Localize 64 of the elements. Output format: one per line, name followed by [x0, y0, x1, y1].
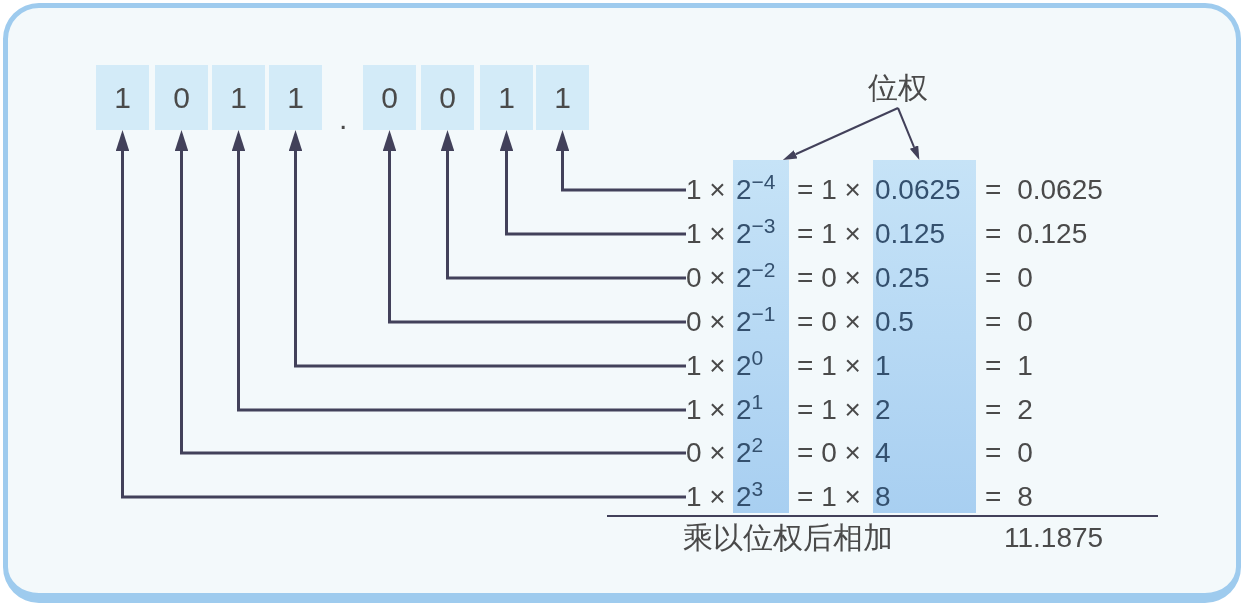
- power-of-two-text: 2$^{−4}$: [736, 175, 776, 205]
- product-term: = 0 ×: [797, 438, 861, 468]
- bit-factor: 1 ×: [686, 219, 726, 249]
- term-result: = 0: [985, 438, 1033, 468]
- weight-value-text: 0.5: [875, 307, 914, 337]
- connector-arrow: [897, 107, 920, 160]
- connector-arrow: [382, 130, 686, 324]
- term-result: = 1: [985, 351, 1033, 381]
- term-result: = 8: [985, 482, 1033, 512]
- product-term: = 0 ×: [797, 263, 861, 293]
- connector-arrow: [115, 130, 686, 499]
- bit-factor: 1 ×: [686, 351, 726, 381]
- bit-digit-box: 1: [480, 65, 533, 130]
- bit-factor: 0 ×: [686, 438, 726, 468]
- bit-digit-box: 1: [96, 65, 149, 130]
- bit-factor: 1 ×: [686, 482, 726, 512]
- decimal-point: .: [339, 102, 348, 136]
- power-of-two-text: 2$^{3}$: [736, 482, 764, 512]
- connector-arrow: [782, 107, 899, 160]
- term-result: = 0: [985, 307, 1033, 337]
- bit-factor: 1 ×: [686, 395, 726, 425]
- highlight-band: [873, 160, 976, 513]
- bit-digit-box: 1: [269, 65, 322, 130]
- bit-digit-box: 0: [155, 65, 208, 130]
- connector-arrow: [174, 130, 686, 455]
- power-of-two-text: 2$^{−1}$: [736, 307, 776, 337]
- bit-factor: 0 ×: [686, 307, 726, 337]
- power-of-two-text: 2$^{1}$: [736, 395, 764, 425]
- term-result: = 2: [985, 395, 1033, 425]
- product-term: = 1 ×: [797, 351, 861, 381]
- connector-arrow: [555, 130, 686, 192]
- weight-caption: 位权: [862, 68, 934, 108]
- bit-digit-box: 0: [363, 65, 416, 130]
- connector-arrow: [499, 130, 686, 236]
- bit-digit-box: 0: [421, 65, 474, 130]
- bit-digit-box: 1: [212, 65, 265, 130]
- power-of-two-text: 2$^{−3}$: [736, 219, 776, 249]
- connector-arrow: [231, 130, 686, 412]
- power-of-two-text: 2$^{2}$: [736, 438, 764, 468]
- bit-factor: 0 ×: [686, 263, 726, 293]
- bit-factor: 1 ×: [686, 175, 726, 205]
- bit-digit-box: 1: [536, 65, 589, 130]
- power-of-two-text: 2$^{0}$: [736, 351, 764, 381]
- product-term: = 1 ×: [797, 482, 861, 512]
- term-result: = 0.125: [985, 219, 1088, 249]
- sum-caption: 乘以位权后相加: [683, 520, 893, 556]
- product-term: = 0 ×: [797, 307, 861, 337]
- power-of-two-text: 2$^{−2}$: [736, 263, 776, 293]
- weight-value-text: 0.125: [875, 219, 946, 249]
- weight-value-text: 0.0625: [875, 175, 961, 205]
- term-result: = 0: [985, 263, 1033, 293]
- weight-value-text: 8: [875, 482, 891, 512]
- weight-value-text: 1: [875, 351, 891, 381]
- weight-value-text: 0.25: [875, 263, 930, 293]
- product-term: = 1 ×: [797, 175, 861, 205]
- sum-value: 11.1875: [1004, 521, 1104, 555]
- weight-value-text: 2: [875, 395, 891, 425]
- weight-value-text: 4: [875, 438, 891, 468]
- term-result: = 0.0625: [985, 175, 1103, 205]
- highlight-band: [733, 160, 789, 513]
- product-term: = 1 ×: [797, 219, 861, 249]
- connector-arrow: [288, 130, 686, 368]
- product-term: = 1 ×: [797, 395, 861, 425]
- connector-arrow: [440, 130, 686, 280]
